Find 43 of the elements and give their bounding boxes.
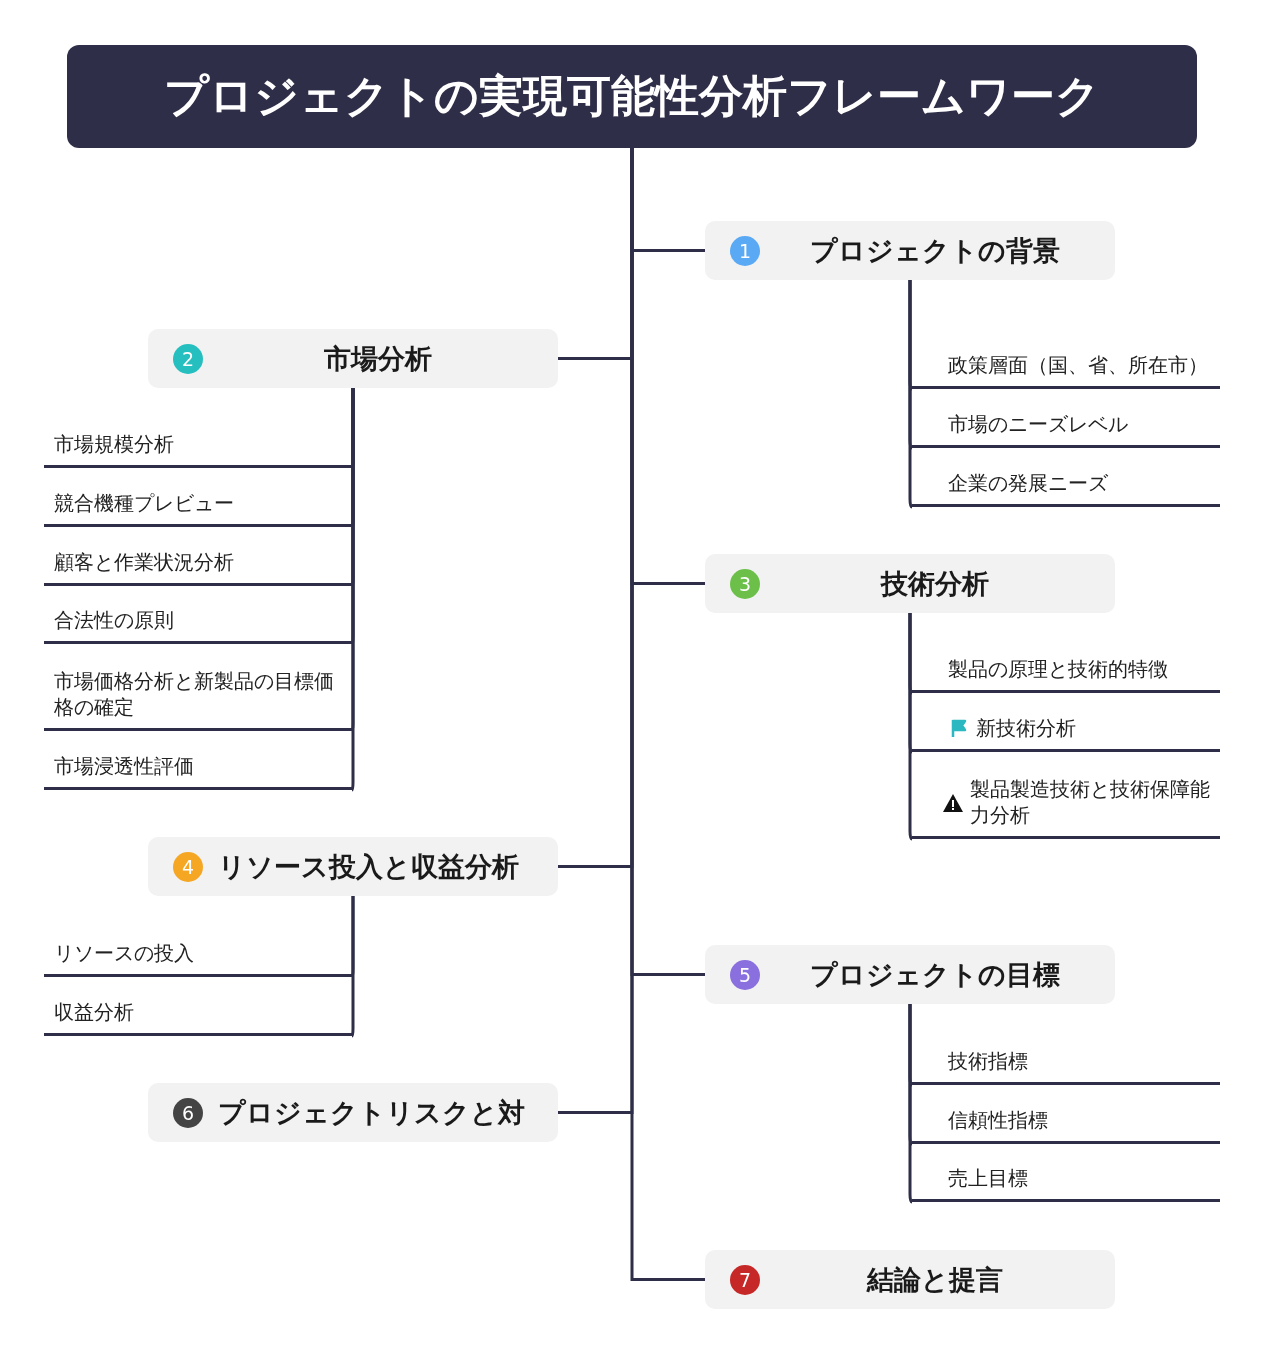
topic-box (705, 221, 1115, 280)
subtopic-label: 市場浸透性評価 (54, 753, 194, 779)
connector-line (908, 1004, 914, 1203)
number-badge: 5 (730, 959, 760, 990)
topic-label: プロジェクトの背景 (810, 233, 1060, 268)
number-badge: 7 (730, 1264, 760, 1295)
topic-box (705, 554, 1115, 613)
subtopic-label: 政策層面（国、省、所在市） (948, 352, 1208, 378)
topic-label: 結論と提言 (867, 1262, 1003, 1297)
subtopic-label: 製品の原理と技術的特徴 (948, 656, 1168, 682)
subtopic-label: 売上目標 (948, 1165, 1028, 1191)
subtopic-label: 競合機種プレビュー (54, 490, 234, 516)
connector-line (908, 613, 914, 840)
topic-box (705, 1250, 1115, 1309)
subtopic-label: 市場規模分析 (54, 431, 174, 457)
topic-box (148, 837, 558, 896)
subtopic-label: 信頼性指標 (948, 1107, 1048, 1133)
subtopic-label: 市場価格分析と新製品の目標価格の確定 (54, 668, 335, 720)
topic-label: 市場分析 (324, 341, 432, 376)
connector-line (908, 280, 914, 508)
subtopic-label: 製品製造技術と技術保障能力分析 (970, 776, 1211, 828)
topic-box (148, 1083, 558, 1142)
subtopic-label: 合法性の原則 (54, 607, 174, 633)
subtopic-label: 企業の発展ニーズ (948, 470, 1108, 496)
subtopic-label: 顧客と作業状況分析 (54, 549, 234, 575)
topic-label: プロジェクトリスクと対 (218, 1095, 525, 1130)
topic-label: 技術分析 (881, 566, 989, 601)
number-badge: 2 (173, 343, 203, 374)
topic-label: リソース投入と収益分析 (218, 849, 519, 884)
subtopic-label: 市場のニーズレベル (948, 411, 1128, 437)
number-badge: 3 (730, 568, 760, 599)
subtopic-label: 技術指標 (948, 1048, 1028, 1074)
topic-box (148, 329, 558, 388)
subtopic-label: リソースの投入 (54, 940, 194, 966)
topic-box (705, 945, 1115, 1004)
subtopic-label: 新技術分析 (976, 715, 1076, 741)
subtopic-label: 収益分析 (54, 999, 134, 1025)
connector-line (350, 896, 355, 1037)
number-badge: 6 (173, 1097, 203, 1128)
title-banner: プロジェクトの実現可能性分析フレームワーク (67, 45, 1197, 148)
number-badge: 1 (730, 235, 760, 266)
number-badge: 4 (173, 851, 203, 882)
topic-label: プロジェクトの目標 (810, 957, 1060, 992)
